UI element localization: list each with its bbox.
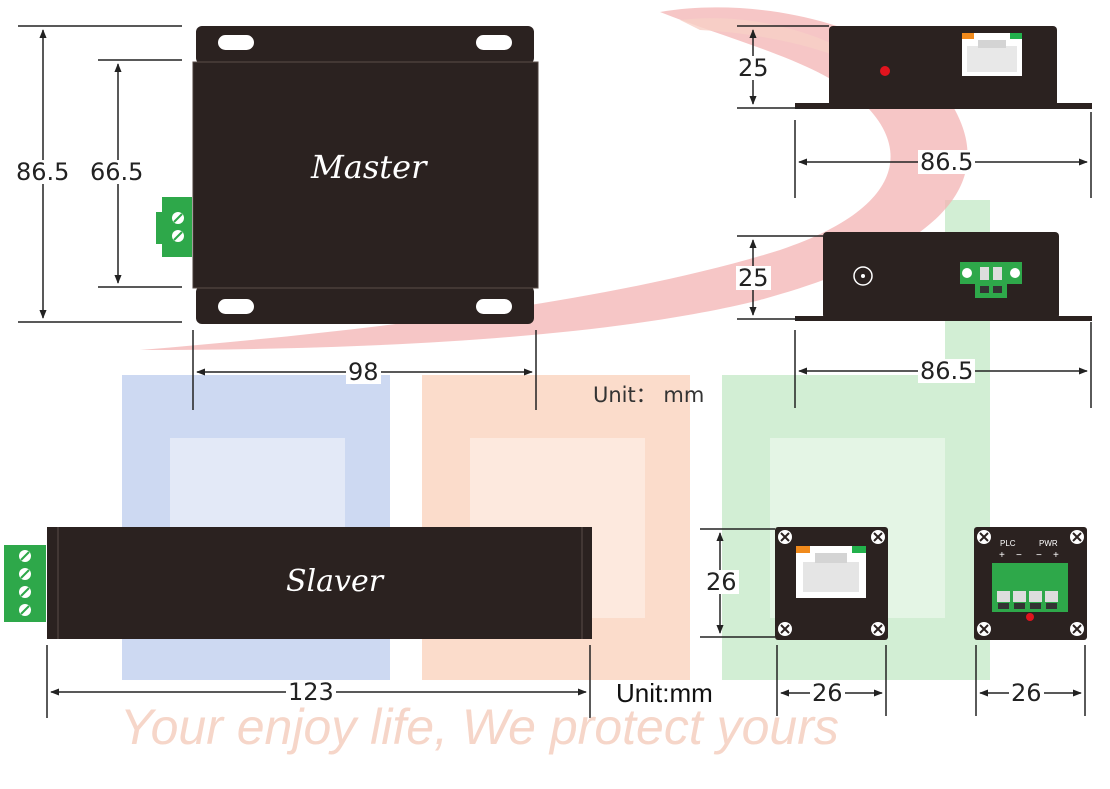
dim-bottom-view-height: 25 — [736, 264, 771, 292]
slaver-label: Slaver — [286, 564, 384, 599]
dim-top-view-height: 25 — [736, 54, 771, 82]
screw-icon — [871, 622, 885, 636]
led-indicator-icon — [880, 66, 890, 76]
dim-master-outer-height: 86.5 — [14, 158, 72, 186]
dim-rj45-end-width: 26 — [810, 679, 845, 707]
screw-icon — [1070, 622, 1084, 636]
unit-label-top: Unit： mm — [593, 383, 705, 407]
dim-slaver-length: 123 — [286, 678, 336, 706]
master-terminal-block — [162, 197, 192, 257]
screw-icon — [977, 622, 991, 636]
dim-terminal-end-width: 26 — [1009, 679, 1044, 707]
slaver-terminal-end-view — [974, 527, 1087, 640]
led-indicator-icon — [1026, 613, 1034, 621]
side-view-body — [823, 232, 1059, 319]
master-terminal-body — [156, 212, 166, 244]
dim-top-view-width: 86.5 — [918, 148, 976, 176]
screw-icon — [778, 530, 792, 544]
screw-icon — [778, 622, 792, 636]
master-label: Master — [311, 148, 427, 186]
watermark-swoosh — [140, 7, 968, 350]
mounting-slot — [476, 35, 512, 50]
watermark-slogan: Your enjoy life, We protect yours — [120, 699, 839, 755]
screw-icon — [977, 530, 991, 544]
master-device — [156, 26, 539, 324]
side-view-flange — [795, 316, 1092, 321]
unit-label-bottom: Unit:mm — [616, 678, 713, 708]
dim-rj45-end-height: 26 — [704, 568, 739, 596]
dim-master-inner-height: 66.5 — [88, 158, 146, 186]
side-view-body — [829, 26, 1057, 108]
master-flange-top — [196, 26, 534, 64]
pwr-minus-label: − — [1036, 550, 1042, 561]
plc-label: PLC — [1000, 539, 1016, 548]
plc-minus-label: − — [1016, 550, 1022, 561]
slaver-body — [47, 527, 592, 639]
terminal-block-icon — [960, 262, 1022, 284]
side-view-flange — [795, 103, 1092, 109]
screw-icon — [1070, 530, 1084, 544]
dc-jack-icon — [853, 266, 873, 286]
slaver-device — [4, 527, 592, 639]
mounting-slot — [218, 35, 254, 50]
master-flange-bottom — [196, 286, 534, 324]
slaver-rj45-end-view — [775, 527, 888, 640]
pwr-label: PWR — [1039, 539, 1058, 548]
plc-plus-label: + — [999, 550, 1005, 561]
dim-master-width: 98 — [346, 358, 381, 386]
pwr-plus-label: + — [1053, 550, 1059, 561]
master-terminal-side-view — [795, 232, 1092, 321]
mounting-slot — [476, 299, 512, 314]
master-rj45-side-view — [795, 26, 1092, 109]
screw-icon — [871, 530, 885, 544]
dim-bottom-view-width: 86.5 — [918, 357, 976, 385]
master-body — [192, 61, 539, 289]
mounting-slot — [218, 299, 254, 314]
